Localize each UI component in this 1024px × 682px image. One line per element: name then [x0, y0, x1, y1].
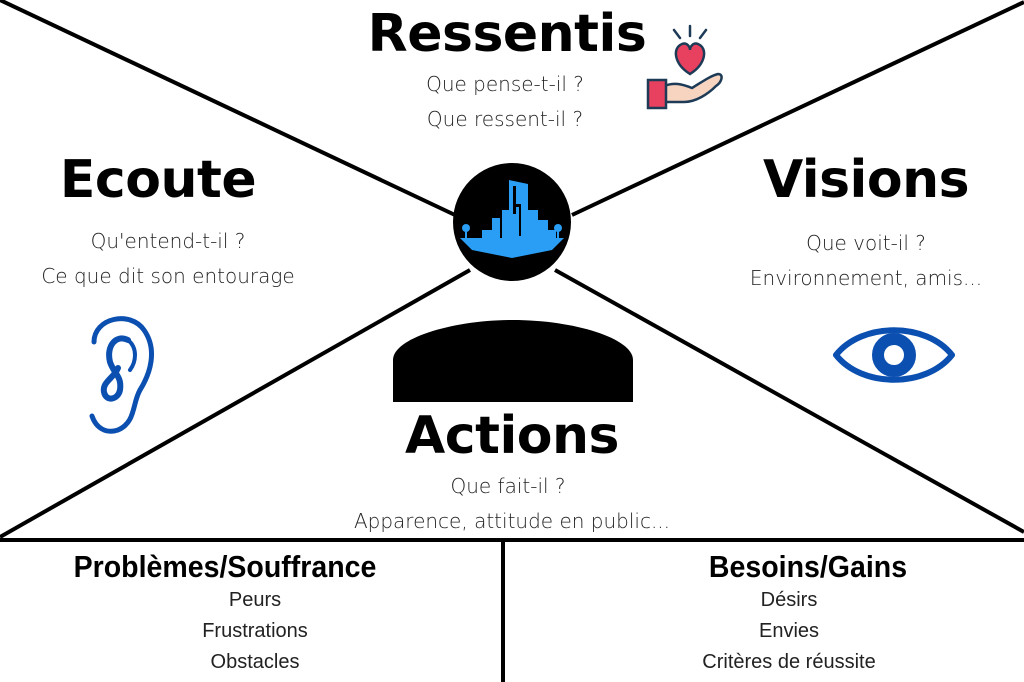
city-buildings-logo-icon	[453, 163, 571, 281]
ressentis-line-2: Que ressent-il ?	[426, 107, 584, 131]
pains-item: Obstacles	[210, 651, 300, 673]
gains-item: Critères de réussite	[702, 651, 876, 673]
gains-item: Envies	[758, 620, 820, 642]
pains-title: Problèmes/Souffrance	[73, 549, 377, 584]
visions-line-2: Environnement, amis...	[749, 266, 983, 290]
ressentis-line-1: Que pense-t-il ?	[426, 72, 584, 96]
ear-icon	[89, 316, 154, 434]
diagonal-top-left	[0, 0, 456, 217]
actions-title: Actions	[405, 406, 619, 466]
visions-title: Visions	[762, 150, 970, 210]
gains-item: Désirs	[760, 589, 818, 611]
diagonal-bottom-right	[554, 268, 1024, 534]
person-silhouette-icon	[393, 320, 633, 402]
diagonal-top-right	[571, 0, 1024, 217]
eye-icon	[833, 327, 955, 383]
diagonal-bottom-left	[0, 268, 471, 539]
actions-line-1: Que fait-il ?	[450, 474, 566, 498]
ressentis-title: Ressentis	[367, 4, 647, 64]
gains-title: Besoins/Gains	[708, 549, 908, 584]
pains-item: Frustrations	[202, 620, 308, 642]
heart-in-hand-icon	[646, 24, 723, 110]
pains-item: Peurs	[228, 589, 282, 611]
visions-line-1: Que voit-il ?	[806, 231, 926, 255]
ecoute-title: Ecoute	[59, 150, 257, 210]
ecoute-line-2: Ce que dit son entourage	[41, 264, 295, 288]
ecoute-line-1: Qu'entend-t-il ?	[90, 229, 246, 253]
actions-line-2: Apparence, attitude en public...	[353, 509, 671, 533]
